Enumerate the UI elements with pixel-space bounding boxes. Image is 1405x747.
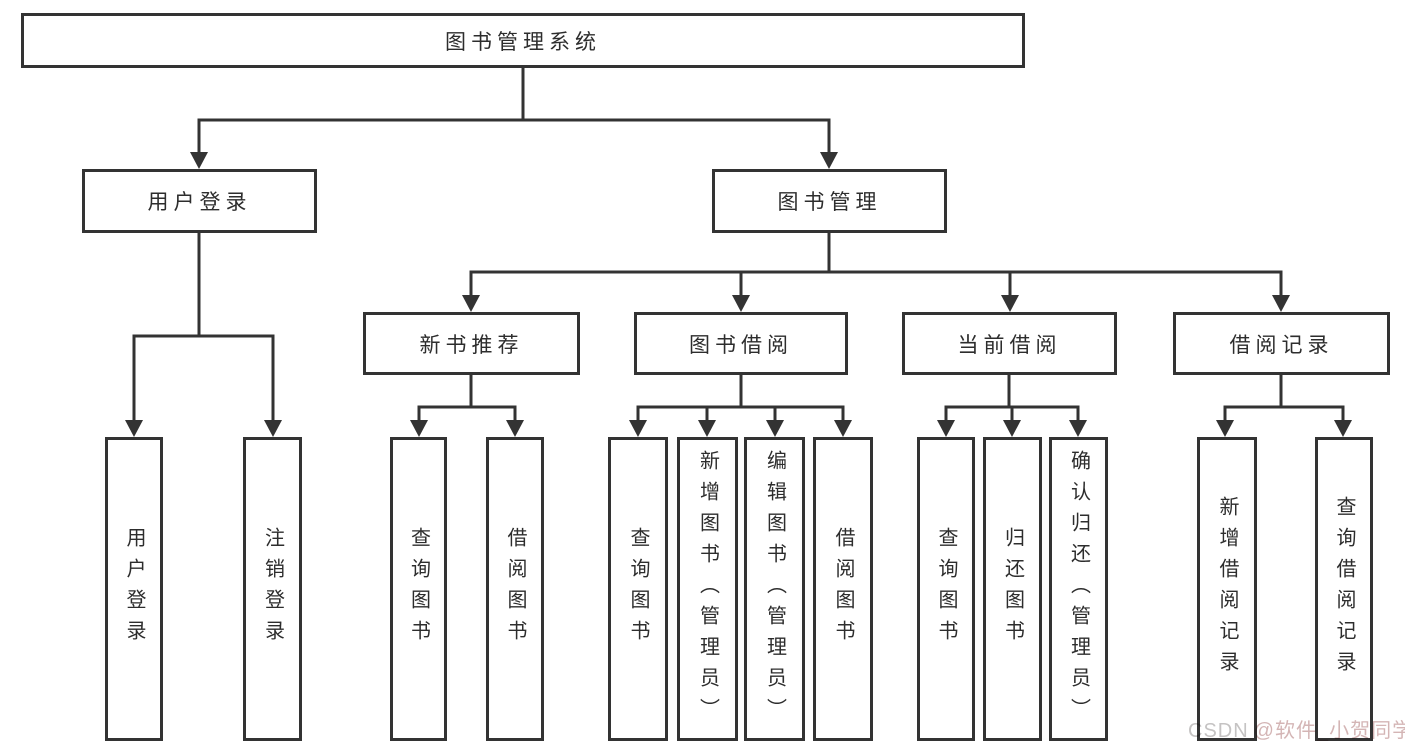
- node-user-login: 用户登录: [82, 169, 317, 233]
- node-book-mgmt: 图书管理: [712, 169, 947, 233]
- leaf-query-book-1-label: 查询图书: [407, 527, 430, 651]
- leaf-return-book-label: 归还图书: [1001, 527, 1024, 651]
- node-borrow-records-label: 借阅记录: [1229, 333, 1334, 357]
- leaf-add-borrow-record-label: 新增借阅记录: [1216, 496, 1238, 682]
- arrow-down-icon: [1003, 420, 1021, 437]
- connector-new-book-rec-to-leaves: [417, 375, 517, 421]
- arrow-down-icon: [264, 420, 282, 437]
- leaf-user-login: 用户登录: [105, 437, 163, 741]
- leaf-borrow-book-1-label: 借阅图书: [504, 527, 526, 651]
- node-borrow-records: 借阅记录: [1173, 312, 1390, 375]
- node-root: 图书管理系统: [21, 13, 1025, 68]
- leaf-query-book-2-label: 查询图书: [627, 527, 649, 651]
- leaf-edit-book: 编辑图书（管理员）: [744, 437, 805, 741]
- arrow-down-icon: [1272, 295, 1290, 312]
- leaf-query-borrow-record: 查询借阅记录: [1315, 437, 1373, 741]
- arrow-down-icon: [1334, 420, 1352, 437]
- arrow-down-icon: [820, 152, 838, 169]
- arrow-down-icon: [698, 420, 716, 437]
- leaf-query-book-1: 查询图书: [390, 437, 447, 741]
- csdn-watermark: CSDN@软件_小贺同学: [1188, 714, 1405, 743]
- leaf-add-borrow-record: 新增借阅记录: [1197, 437, 1257, 741]
- leaf-logout-label: 注销登录: [261, 527, 284, 651]
- csdn-watermark-brand: CSDN: [1188, 720, 1249, 742]
- node-new-book-rec-label: 新书推荐: [419, 333, 524, 357]
- leaf-borrow-book-2: 借阅图书: [813, 437, 873, 741]
- leaf-edit-book-label: 编辑图书（管理员）: [763, 449, 786, 729]
- leaf-add-book-label: 新增图书（管理员）: [696, 449, 719, 729]
- connector-user-login-to-leaves: [132, 233, 275, 421]
- node-book-borrow-label: 图书借阅: [689, 333, 793, 357]
- arrow-down-icon: [1069, 420, 1087, 437]
- leaf-query-borrow-record-label: 查询借阅记录: [1333, 496, 1355, 682]
- connector-root-to-level1: [197, 68, 831, 153]
- node-book-mgmt-label: 图书管理: [777, 191, 882, 214]
- leaf-query-book-3-label: 查询图书: [935, 527, 957, 651]
- arrow-down-icon: [1216, 420, 1234, 437]
- leaf-user-login-label: 用户登录: [123, 527, 145, 651]
- connector-borrow-records-to-leaves: [1223, 375, 1345, 421]
- csdn-watermark-handle: @软件_小贺同学: [1253, 720, 1405, 742]
- arrow-down-icon: [190, 152, 208, 169]
- leaf-query-book-2: 查询图书: [608, 437, 668, 741]
- connector-book-borrow-to-leaves: [636, 375, 845, 421]
- node-user-login-label: 用户登录: [147, 191, 252, 214]
- leaf-add-book: 新增图书（管理员）: [677, 437, 738, 741]
- leaf-logout: 注销登录: [243, 437, 302, 741]
- arrow-down-icon: [462, 295, 480, 312]
- connector-book-mgmt-to-level2: [469, 233, 1283, 296]
- leaf-borrow-book-2-label: 借阅图书: [832, 527, 854, 651]
- node-current-borrow-label: 当前借阅: [957, 333, 1062, 357]
- node-current-borrow: 当前借阅: [902, 312, 1117, 375]
- node-root-label: 图书管理系统: [445, 30, 601, 54]
- arrow-down-icon: [506, 420, 524, 437]
- arrow-down-icon: [125, 420, 143, 437]
- arrow-down-icon: [629, 420, 647, 437]
- arrow-down-icon: [937, 420, 955, 437]
- arrow-down-icon: [1001, 295, 1019, 312]
- leaf-confirm-return: 确认归还（管理员）: [1049, 437, 1108, 741]
- node-new-book-rec: 新书推荐: [363, 312, 580, 375]
- leaf-query-book-3: 查询图书: [917, 437, 975, 741]
- leaf-confirm-return-label: 确认归还（管理员）: [1067, 449, 1090, 729]
- arrow-down-icon: [410, 420, 428, 437]
- arrow-down-icon: [732, 295, 750, 312]
- arrow-down-icon: [834, 420, 852, 437]
- connector-current-borrow-to-leaves: [944, 375, 1080, 421]
- node-book-borrow: 图书借阅: [634, 312, 848, 375]
- arrow-down-icon: [766, 420, 784, 437]
- leaf-borrow-book-1: 借阅图书: [486, 437, 544, 741]
- leaf-return-book: 归还图书: [983, 437, 1042, 741]
